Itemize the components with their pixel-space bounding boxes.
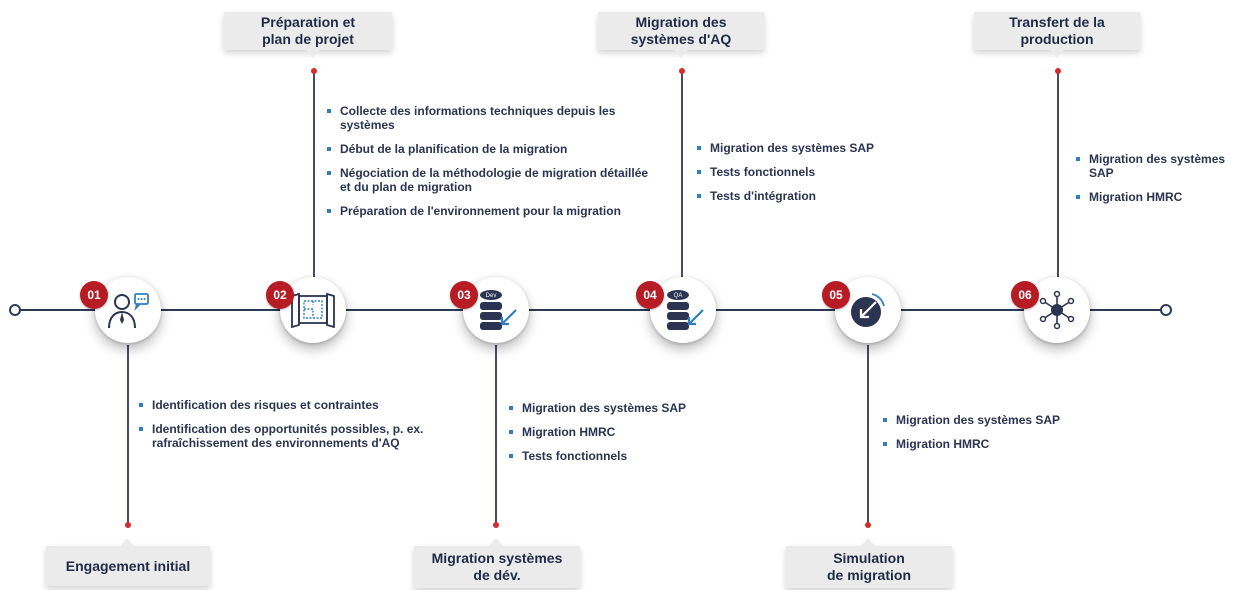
timeline-start-dot <box>9 304 21 316</box>
list-item: Migration HMRC <box>509 425 729 439</box>
connector-dot-step-03 <box>493 522 499 528</box>
list-item: Tests fonctionnels <box>509 449 729 463</box>
connector-line-step-03 <box>495 345 497 525</box>
list-item: Migration HMRC <box>1076 190 1242 204</box>
step-06-title-box: Transfert de la production <box>974 12 1140 58</box>
list-item: Début de la planification de la migratio… <box>327 142 657 156</box>
step-03-number-badge: 03 <box>450 281 478 309</box>
svg-text:Dev: Dev <box>486 293 497 299</box>
list-item: Négociation de la méthodologie de migrat… <box>327 166 657 194</box>
label-notch <box>674 50 688 58</box>
label-notch <box>120 538 134 546</box>
connector-dot-step-06 <box>1055 68 1061 74</box>
label-notch <box>861 538 875 546</box>
step-05-number-badge: 05 <box>822 281 850 309</box>
step-02-number-badge: 02 <box>266 281 294 309</box>
step-06-number-badge: 06 <box>1011 281 1039 309</box>
list-item: Tests fonctionnels <box>697 165 917 179</box>
step-03-bullet-list: Migration des systèmes SAP Migration HMR… <box>509 401 729 473</box>
list-item: Migration des systèmes SAP <box>697 141 917 155</box>
network-hub-icon <box>1039 290 1075 330</box>
step-03-title-box: Migration systèmes de dév. <box>414 538 580 588</box>
label-notch <box>489 538 503 546</box>
list-item: Tests d'intégration <box>697 189 917 203</box>
list-item: Migration des systèmes SAP <box>883 413 1103 427</box>
step-02-title: Préparation et plan de projet <box>260 14 356 47</box>
connector-line-step-01 <box>127 345 129 525</box>
list-item: Identification des opportunités possible… <box>139 422 459 450</box>
connector-dot-step-04 <box>679 68 685 74</box>
step-05-bullet-list: Migration des systèmes SAP Migration HMR… <box>883 413 1103 461</box>
timeline-end-dot <box>1160 304 1172 316</box>
step-01-title: Engagement initial <box>65 557 191 574</box>
step-05-title-box: Simulation de migration <box>786 538 952 588</box>
connector-line-step-06 <box>1057 70 1059 280</box>
connector-line-step-04 <box>681 70 683 280</box>
connector-dot-step-02 <box>311 68 317 74</box>
blueprint-plan-icon <box>291 292 335 328</box>
step-05-title: Simulation de migration <box>826 550 911 583</box>
consultant-person-icon <box>108 293 149 329</box>
step-06-title: Transfert de la production <box>1009 14 1105 47</box>
dev-database-migration-icon: Dev <box>480 290 517 330</box>
step-03-circle: Dev <box>463 277 529 343</box>
step-04-circle: QA <box>650 277 716 343</box>
step-04-bullet-list: Migration des systèmes SAP Tests fonctio… <box>697 141 917 213</box>
step-04-number-badge: 04 <box>636 281 664 309</box>
qa-database-migration-icon: QA <box>667 290 704 330</box>
connector-line-step-05 <box>867 345 869 525</box>
step-02-title-box: Préparation et plan de projet <box>224 12 392 58</box>
timeline-axis <box>14 309 1166 311</box>
list-item: Migration des systèmes SAP <box>1076 152 1242 180</box>
list-item: Préparation de l'environnement pour la m… <box>327 204 657 218</box>
svg-text:QA: QA <box>674 293 683 299</box>
step-01-title-box: Engagement initial <box>46 538 210 586</box>
list-item: Identification des risques et contrainte… <box>139 398 459 412</box>
simulation-arrow-icon <box>851 293 885 327</box>
list-item: Migration HMRC <box>883 437 1103 451</box>
step-04-title: Migration des systèmes d'AQ <box>630 14 732 47</box>
step-03-title: Migration systèmes de dév. <box>431 550 563 583</box>
step-02-bullet-list: Collecte des informations techniques dep… <box>327 104 657 228</box>
list-item: Collecte des informations techniques dep… <box>327 104 657 132</box>
step-04-title-box: Migration des systèmes d'AQ <box>598 12 764 58</box>
label-notch <box>1050 50 1064 58</box>
step-01-bullet-list: Identification des risques et contrainte… <box>139 398 459 460</box>
label-notch <box>306 50 320 58</box>
step-01-number-badge: 01 <box>80 281 108 309</box>
connector-dot-step-05 <box>865 522 871 528</box>
connector-line-step-02 <box>313 70 315 280</box>
list-item: Migration des systèmes SAP <box>509 401 729 415</box>
step-06-bullet-list: Migration des systèmes SAP Migration HMR… <box>1076 152 1242 214</box>
connector-dot-step-01 <box>125 522 131 528</box>
